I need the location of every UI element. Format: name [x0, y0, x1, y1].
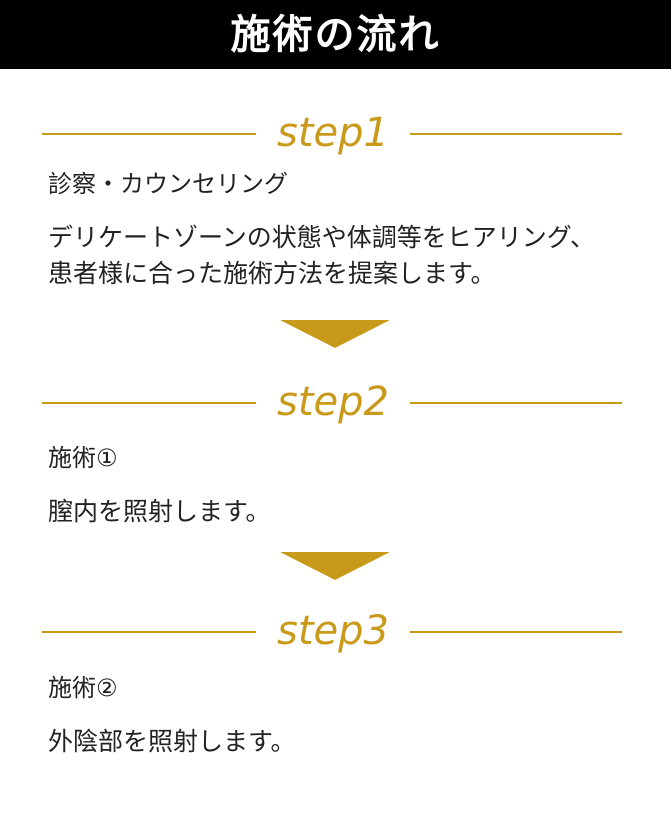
step1-rule-left — [42, 133, 256, 135]
step1-rule-right — [410, 133, 622, 135]
step1-description-line2: 患者様に合った施術方法を提案します。 — [48, 259, 496, 288]
down-triangle-icon — [280, 552, 390, 580]
step2-title: 施術① — [48, 444, 118, 472]
step1-title: 診察・カウンセリング — [48, 170, 288, 198]
page-title: 施術の流れ — [230, 11, 441, 58]
step3-heading: step3 — [42, 605, 622, 657]
step2-label: step2 — [277, 379, 389, 425]
step2-description-line1: 膣内を照射します。 — [48, 497, 271, 526]
step3-rule-left — [42, 631, 256, 633]
step2-rule-left — [42, 402, 256, 404]
step2-heading: step2 — [42, 376, 622, 428]
step3-label: step3 — [277, 608, 389, 654]
step2-rule-right — [410, 402, 622, 404]
step1-label: step1 — [277, 110, 389, 156]
step3-title: 施術② — [48, 674, 118, 702]
header-bar: 施術の流れ — [0, 0, 671, 69]
step1-heading: step1 — [42, 107, 622, 159]
step1-description-line1: デリケートゾーンの状態や体調等をヒアリング、 — [48, 223, 596, 252]
step3-description-line1: 外陰部を照射します。 — [48, 727, 296, 756]
down-triangle-icon — [280, 320, 390, 348]
step3-rule-right — [410, 631, 622, 633]
